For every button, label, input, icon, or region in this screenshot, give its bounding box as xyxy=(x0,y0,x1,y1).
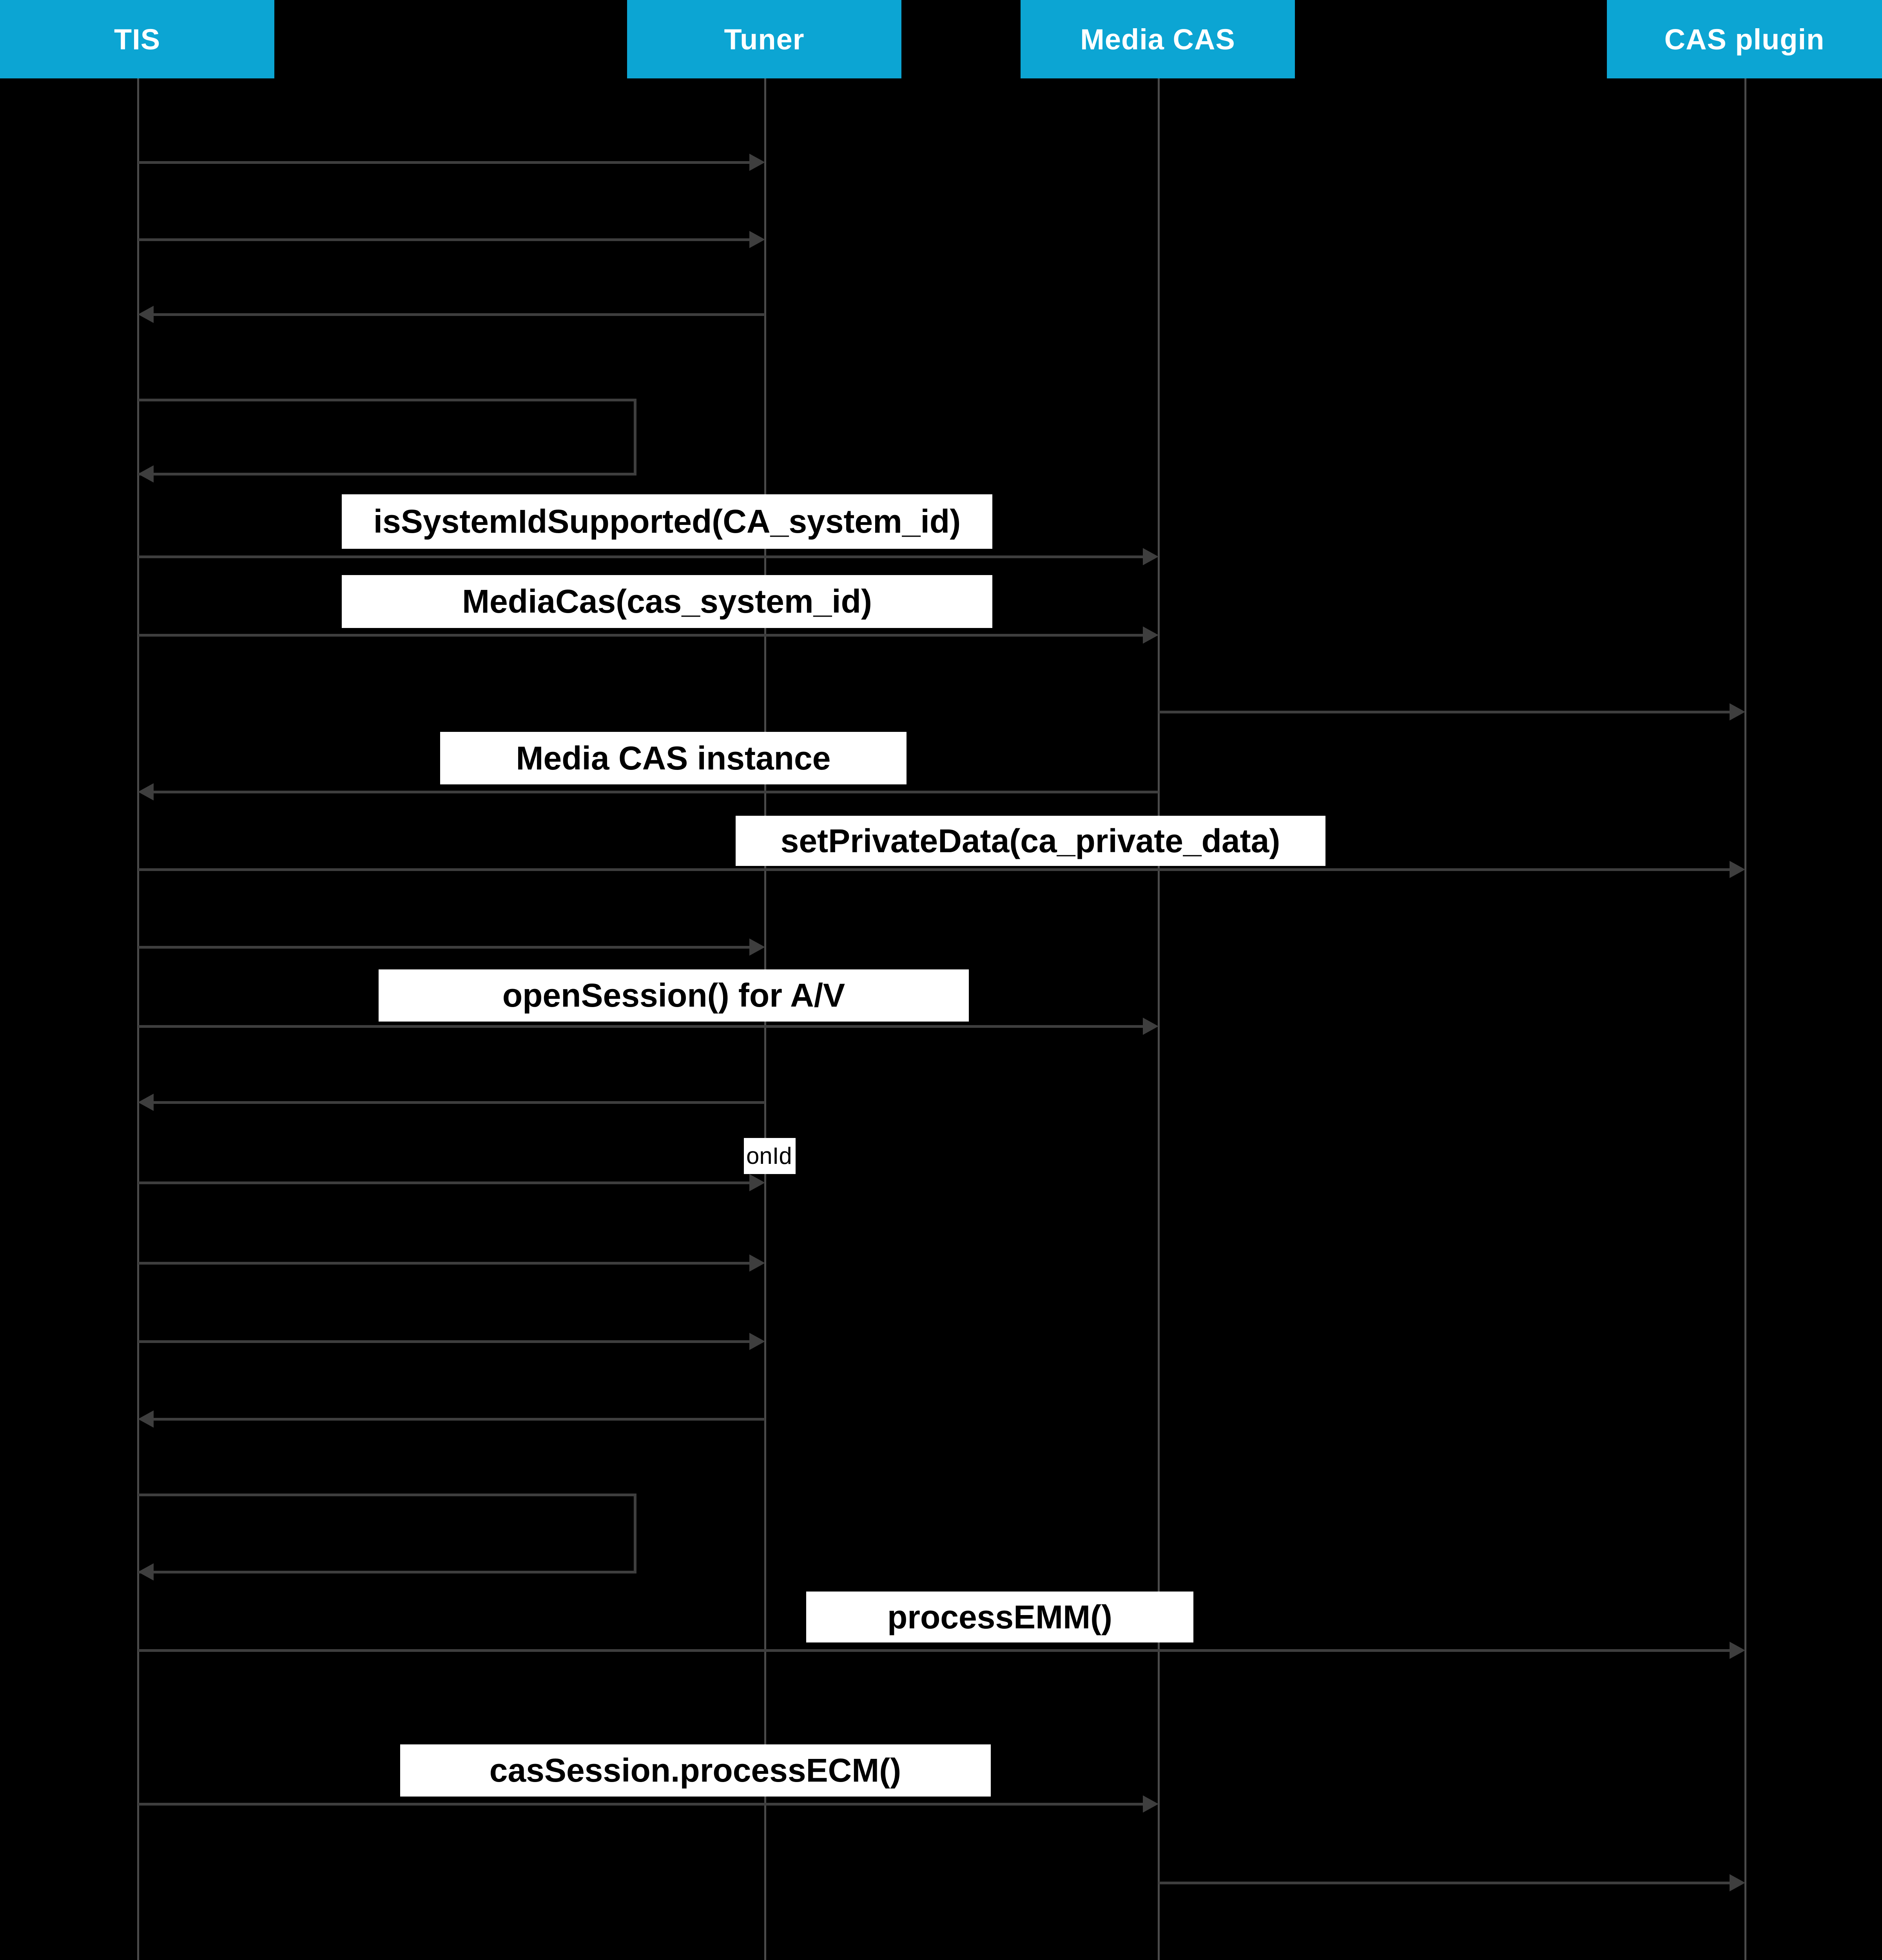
message-label-onid: onId xyxy=(744,1138,796,1174)
message-label-mediacas-cas-system-id: MediaCas(cas_system_id) xyxy=(342,575,992,628)
self-message-arrow-message-4 xyxy=(138,399,636,475)
message-arrow-message-14 xyxy=(138,1262,751,1265)
arrowhead-right-onid xyxy=(749,1174,765,1191)
message-label-cassession-processecm: casSession.processECM() xyxy=(400,1744,991,1797)
arrowhead-right-message-7 xyxy=(1730,703,1745,720)
message-arrow-message-2 xyxy=(138,238,751,241)
message-arrow-message-1 xyxy=(138,161,751,164)
message-arrow-message-12 xyxy=(152,1101,765,1104)
arrowhead-right-message-10 xyxy=(749,938,765,956)
arrowhead-right-message-1 xyxy=(749,154,765,171)
arrowhead-right-cassession-processecm xyxy=(1143,1795,1159,1813)
participant-header-cas-plugin: CAS plugin xyxy=(1607,0,1882,78)
arrowhead-right-processemm xyxy=(1730,1642,1745,1659)
arrowhead-right-message-14 xyxy=(749,1254,765,1272)
participant-header-tuner: Tuner xyxy=(627,0,901,78)
message-arrow-message-16 xyxy=(152,1418,765,1421)
participant-header-media-cas: Media CAS xyxy=(1021,0,1295,78)
arrowhead-left-media-cas-instance xyxy=(138,783,154,800)
arrowhead-right-setprivatedata-ca-private-data xyxy=(1730,861,1745,878)
participant-label-media-cas: Media CAS xyxy=(1080,23,1235,56)
message-label-processemm: processEMM() xyxy=(806,1592,1193,1642)
message-arrow-message-20 xyxy=(1159,1882,1731,1884)
message-label-issystemidsupported-ca-system-id: isSystemIdSupported(CA_system_id) xyxy=(342,494,992,549)
arrowhead-right-message-2 xyxy=(749,231,765,248)
message-arrow-opensession-for-a-v xyxy=(138,1025,1144,1028)
arrowhead-left-message-4 xyxy=(138,465,154,483)
arrowhead-left-message-17 xyxy=(138,1563,154,1581)
participant-label-tis: TIS xyxy=(114,23,161,56)
participant-label-tuner: Tuner xyxy=(724,23,805,56)
lifeline-cas-plugin xyxy=(1744,78,1746,1960)
participant-header-tis: TIS xyxy=(0,0,274,78)
arrowhead-right-opensession-for-a-v xyxy=(1143,1018,1159,1035)
message-label-media-cas-instance: Media CAS instance xyxy=(440,732,907,784)
arrowhead-right-issystemidsupported-ca-system-id xyxy=(1143,548,1159,565)
arrowhead-right-mediacas-cas-system-id xyxy=(1143,626,1159,644)
message-arrow-media-cas-instance xyxy=(152,791,1159,793)
lifeline-media-cas xyxy=(1158,78,1160,1960)
message-arrow-setprivatedata-ca-private-data xyxy=(138,868,1731,871)
self-message-arrow-message-17 xyxy=(138,1494,636,1573)
message-arrow-cassession-processecm xyxy=(138,1803,1144,1806)
lifeline-tis xyxy=(137,78,139,1960)
message-arrow-mediacas-cas-system-id xyxy=(138,634,1144,637)
arrowhead-left-message-3 xyxy=(138,306,154,323)
message-label-opensession-for-a-v: openSession() for A/V xyxy=(379,969,969,1022)
message-arrow-message-10 xyxy=(138,946,751,949)
arrowhead-right-message-15 xyxy=(749,1333,765,1350)
arrowhead-right-message-20 xyxy=(1730,1874,1745,1891)
message-arrow-onid xyxy=(138,1181,751,1184)
message-arrow-message-3 xyxy=(152,313,765,316)
message-arrow-message-15 xyxy=(138,1340,751,1343)
message-label-setprivatedata-ca-private-data: setPrivateData(ca_private_data) xyxy=(735,816,1325,866)
message-arrow-processemm xyxy=(138,1649,1731,1652)
participant-label-cas-plugin: CAS plugin xyxy=(1664,23,1825,56)
arrowhead-left-message-16 xyxy=(138,1410,154,1428)
arrowhead-left-message-12 xyxy=(138,1094,154,1111)
message-arrow-message-7 xyxy=(1159,711,1731,713)
message-arrow-issystemidsupported-ca-system-id xyxy=(138,555,1144,558)
